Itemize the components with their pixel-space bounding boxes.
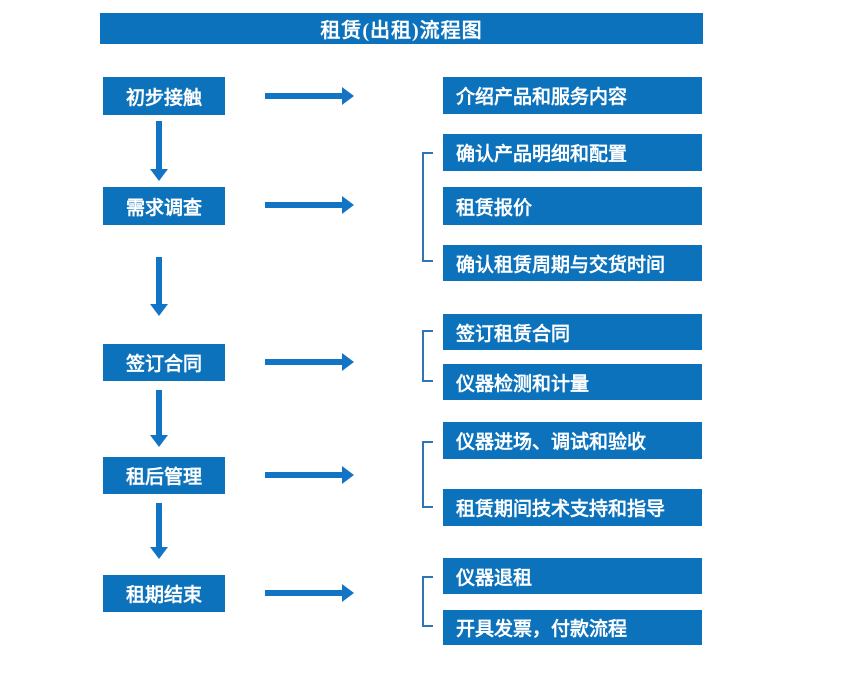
right-arrow <box>265 584 354 602</box>
right-arrow <box>265 196 354 214</box>
detail-box: 确认租赁周期与交货时间 <box>443 245 702 281</box>
step-label: 初步接触 <box>125 87 202 109</box>
step-label: 签订合同 <box>125 354 202 375</box>
down-arrow <box>150 503 168 559</box>
step-box-initial-contact: 初步接触 <box>103 77 225 115</box>
group-bracket <box>422 576 433 627</box>
arrow-shaft <box>156 390 162 436</box>
down-arrow <box>150 257 168 316</box>
group-bracket <box>422 152 433 262</box>
flowchart-title-bar: 租赁(出租)流程图 <box>100 13 703 44</box>
step-label: 需求调查 <box>125 197 202 219</box>
step-box-rental-end: 租期结束 <box>103 575 225 612</box>
arrow-shaft <box>265 359 343 365</box>
arrow-head <box>342 584 354 602</box>
arrow-shaft <box>265 93 343 99</box>
arrow-shaft <box>265 472 343 478</box>
detail-label: 确认租赁周期与交货时间 <box>456 254 666 276</box>
detail-label: 签订租赁合同 <box>456 323 571 345</box>
detail-label: 仪器退租 <box>456 567 533 589</box>
step-box-sign-contract: 签订合同 <box>103 344 225 381</box>
step-box-needs-survey: 需求调查 <box>103 187 225 225</box>
detail-box: 仪器退租 <box>443 558 702 594</box>
flowchart-title: 租赁(出租)流程图 <box>320 20 483 42</box>
detail-label: 租赁期间技术支持和指导 <box>456 499 666 520</box>
right-arrow <box>265 353 354 371</box>
down-arrow <box>150 121 168 181</box>
detail-label: 仪器检测和计量 <box>456 373 590 395</box>
down-arrow <box>150 390 168 447</box>
detail-box: 开具发票，付款流程 <box>443 610 702 645</box>
arrow-head <box>342 353 354 371</box>
right-arrow <box>265 87 354 105</box>
arrow-shaft <box>156 503 162 548</box>
detail-label: 租赁报价 <box>456 197 533 219</box>
detail-box: 确认产品明细和配置 <box>443 134 702 171</box>
arrow-head <box>150 169 168 181</box>
detail-box: 介绍产品和服务内容 <box>443 77 702 114</box>
detail-label: 仪器进场、调试和验收 <box>456 432 647 453</box>
arrow-shaft <box>265 590 343 596</box>
arrow-head <box>342 87 354 105</box>
arrow-head <box>150 304 168 316</box>
group-bracket <box>422 330 433 382</box>
step-label: 租期结束 <box>125 585 202 606</box>
arrow-head <box>342 466 354 484</box>
detail-label: 确认产品明细和配置 <box>456 144 628 165</box>
detail-box: 租赁报价 <box>443 187 702 225</box>
step-box-post-rental-management: 租后管理 <box>103 457 225 494</box>
arrow-head <box>150 435 168 447</box>
detail-box: 仪器检测和计量 <box>443 364 702 400</box>
detail-box: 仪器进场、调试和验收 <box>443 422 702 459</box>
detail-label: 开具发票，付款流程 <box>456 619 628 640</box>
arrow-head <box>150 547 168 559</box>
detail-box: 租赁期间技术支持和指导 <box>443 489 702 526</box>
detail-label: 介绍产品和服务内容 <box>456 87 628 108</box>
detail-box: 签订租赁合同 <box>443 314 702 350</box>
arrow-head <box>342 196 354 214</box>
arrow-shaft <box>265 202 343 208</box>
arrow-shaft <box>156 257 162 305</box>
step-label: 租后管理 <box>125 467 202 488</box>
right-arrow <box>265 466 354 484</box>
group-bracket <box>422 441 433 508</box>
arrow-shaft <box>156 121 162 170</box>
